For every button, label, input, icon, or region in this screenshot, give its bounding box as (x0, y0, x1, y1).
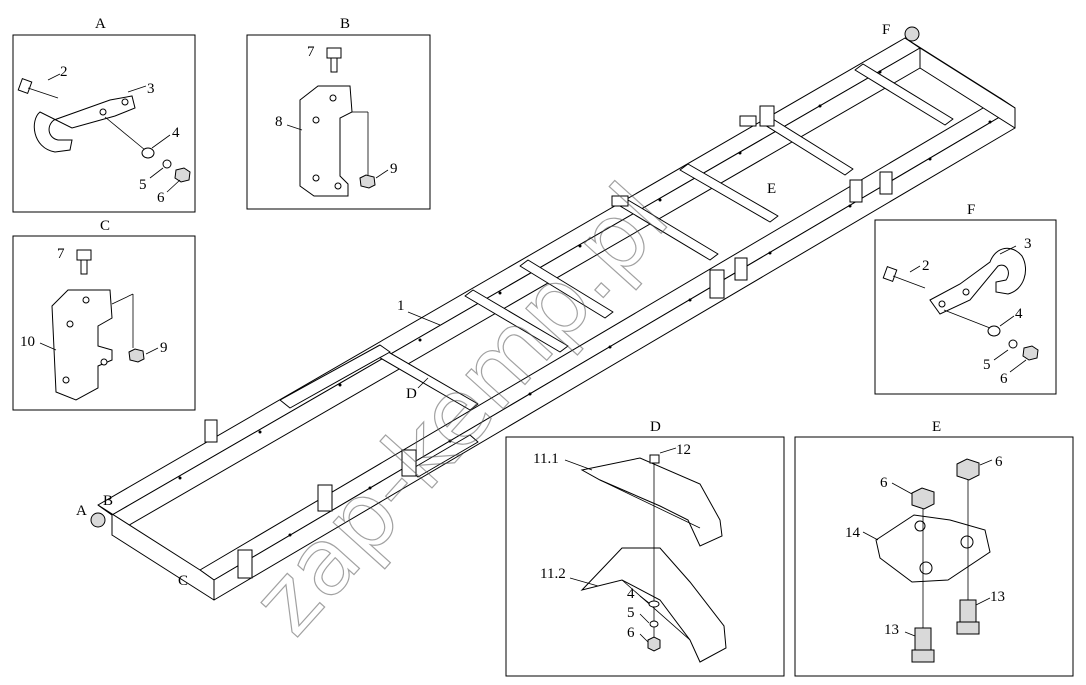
panel-A-callout-2: 2 (60, 64, 68, 80)
panel-E-callout-14: 14 (845, 525, 861, 541)
panel-E-callout-13b: 13 (884, 622, 899, 638)
panel-D-callout-11-1: 11.1 (533, 451, 559, 467)
panel-C-callout-7: 7 (57, 246, 65, 262)
panel-C-callout-9: 9 (160, 340, 168, 356)
panel-D-callout-12: 12 (676, 442, 691, 458)
panel-C-callout-10: 10 (20, 334, 35, 350)
panel-A-callout-4: 4 (172, 125, 180, 141)
panel-F-callout-3: 3 (1024, 236, 1032, 252)
panel-F: F 3 2 4 5 6 (874, 202, 1057, 395)
panel-A-callout-5: 5 (139, 177, 147, 193)
main-callouts: 1 A B C D E F (76, 22, 890, 589)
chassis-frame (90, 26, 1016, 601)
main-callout-E: E (767, 181, 776, 197)
panel-F-callout-2: 2 (922, 258, 930, 274)
main-callout-A: A (76, 503, 87, 519)
main-callout-D: D (406, 386, 417, 402)
panel-D-callout-5: 5 (627, 605, 635, 621)
panel-D-callout-4: 4 (627, 586, 635, 602)
panel-A-title: A (95, 16, 106, 32)
panel-E-callout-6b: 6 (995, 454, 1003, 470)
panel-F-title: F (967, 202, 975, 218)
panel-A-callout-3: 3 (147, 81, 155, 97)
panel-E: E 6 6 14 13 13 (794, 419, 1074, 677)
panel-D-callout-6: 6 (627, 625, 635, 641)
panel-D-callout-11-2: 11.2 (540, 566, 566, 582)
panel-E-callout-6a: 6 (880, 475, 888, 491)
panel-A: A 2 3 4 5 6 (12, 16, 196, 213)
panel-A-callout-6: 6 (157, 190, 165, 206)
frame-holes (178, 70, 992, 537)
panel-B-callout-7: 7 (307, 44, 315, 60)
panel-F-callout-5: 5 (983, 357, 991, 373)
panel-C-title: C (100, 218, 110, 234)
panel-D: D 11.1 12 11.2 4 5 6 (505, 419, 785, 677)
main-callout-1: 1 (397, 298, 405, 314)
panel-E-title: E (932, 419, 941, 435)
main-callout-C: C (178, 573, 188, 589)
main-callout-B: B (103, 493, 113, 509)
panel-B-callout-9: 9 (390, 161, 398, 177)
panel-F-callout-4: 4 (1015, 306, 1023, 322)
panel-C: C 7 10 9 (12, 218, 196, 411)
panel-B-callout-8: 8 (275, 114, 283, 130)
panel-F-callout-6: 6 (1000, 371, 1008, 387)
panel-B: B 7 8 9 (246, 16, 431, 210)
panel-B-title: B (340, 16, 350, 32)
panel-E-callout-13a: 13 (990, 589, 1005, 605)
panel-D-title: D (650, 419, 661, 435)
main-callout-F: F (882, 22, 890, 38)
